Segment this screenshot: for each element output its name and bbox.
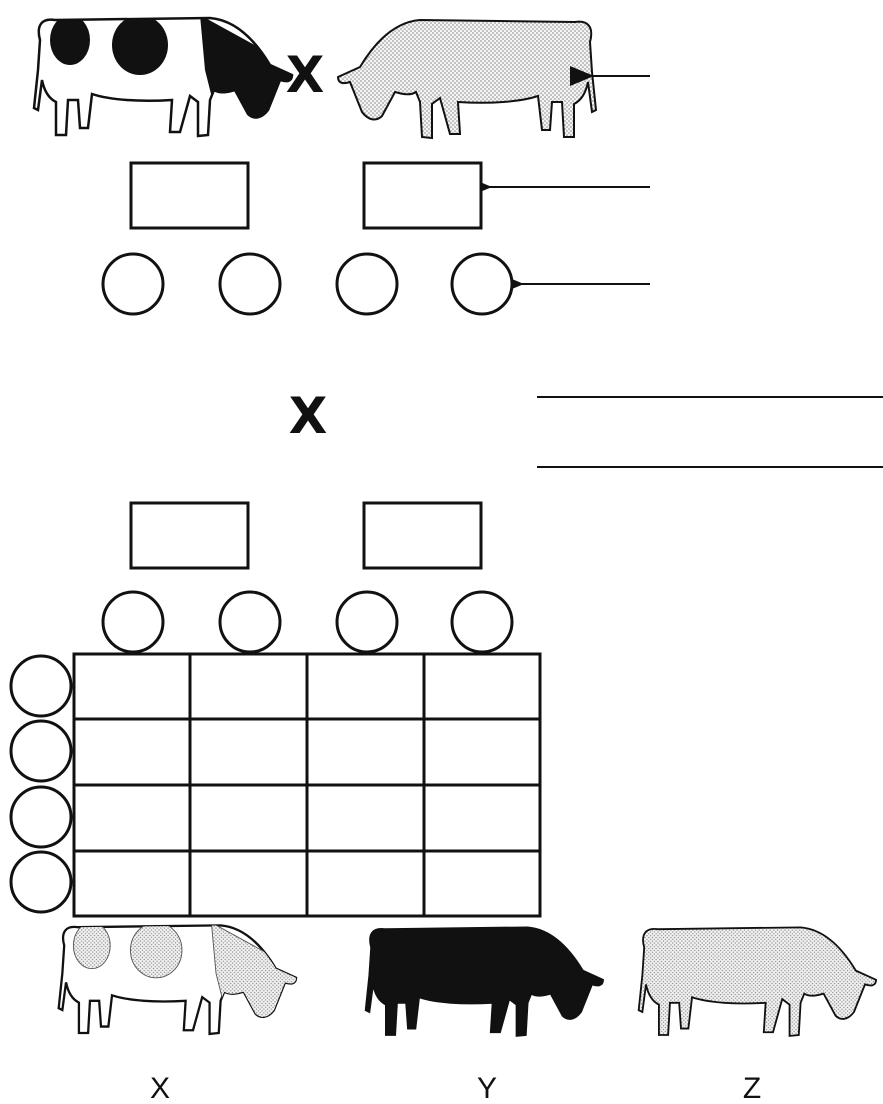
gamete-circle-top[interactable] — [101, 590, 165, 654]
offspring-label-y: Y — [477, 1072, 497, 1104]
gamete-circle[interactable] — [335, 252, 399, 316]
offspring-label-z: Z — [743, 1072, 761, 1104]
gamete-circle[interactable] — [450, 252, 514, 316]
gamete-circle-left[interactable] — [9, 785, 73, 849]
genotype-box-parent-1[interactable] — [129, 161, 250, 230]
punnett-square[interactable] — [72, 652, 542, 918]
gamete-circle-left[interactable] — [9, 719, 73, 783]
genotype-box-parent-2[interactable] — [362, 161, 483, 230]
gamete-circle[interactable] — [218, 252, 282, 316]
offspring-cow-x — [57, 924, 298, 1036]
gamete-circle-left[interactable] — [9, 850, 73, 914]
gamete-circle-left[interactable] — [9, 654, 73, 718]
genotype-box-f1-1[interactable] — [129, 501, 250, 570]
parent-cow-spotted — [32, 16, 294, 138]
genotype-box-f1-2[interactable] — [362, 501, 483, 570]
gamete-circle-top[interactable] — [218, 590, 282, 654]
gamete-circle-top[interactable] — [335, 590, 399, 654]
offspring-cow-y — [364, 926, 604, 1037]
gamete-circle[interactable] — [101, 252, 165, 316]
parent-cow-roan — [337, 19, 597, 139]
cross-symbol-top: X — [286, 46, 325, 104]
offspring-label-x: X — [150, 1072, 170, 1104]
gamete-circle-top[interactable] — [450, 590, 514, 654]
offspring-cow-z — [637, 926, 877, 1037]
cross-symbol-middle: X — [289, 387, 328, 445]
